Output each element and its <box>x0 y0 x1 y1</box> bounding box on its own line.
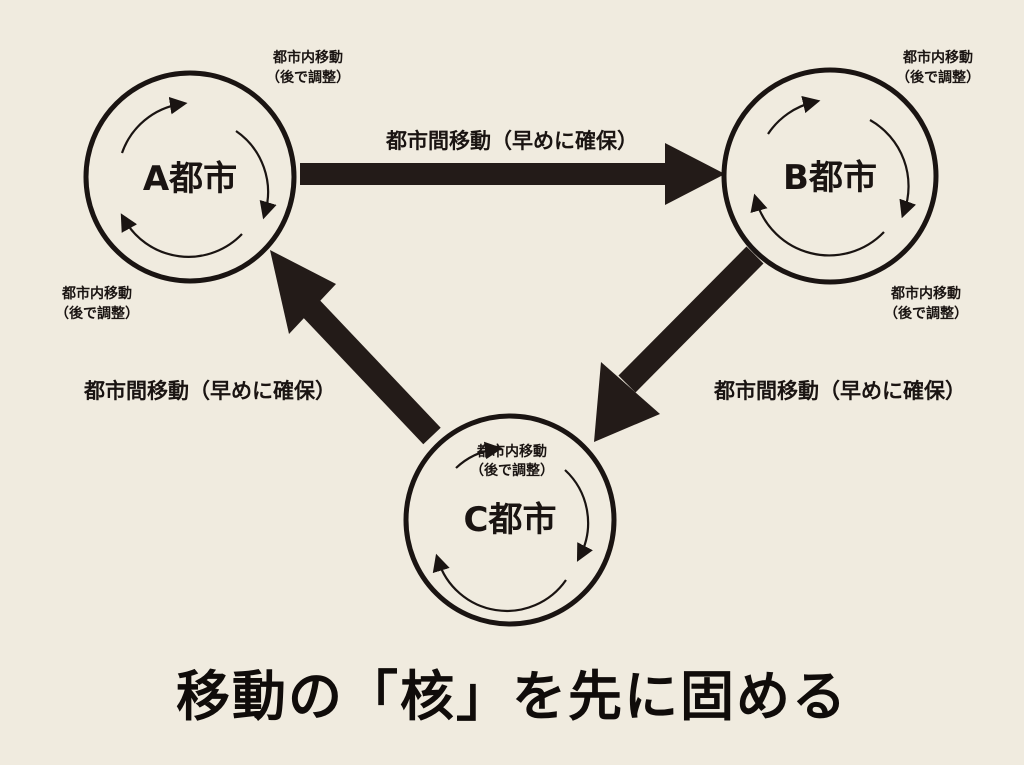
intra-label-line2: （後で調整） <box>55 305 139 322</box>
route-arrow-a-to-b <box>300 143 725 205</box>
route-label-c-to-a: 都市間移動（早めに確保） <box>83 379 336 403</box>
circular-arrows-icon <box>432 441 593 613</box>
intra-label-a-top: 都市内移動 （後で調整） <box>266 49 350 86</box>
city-c-label: C都市 <box>464 500 557 540</box>
intra-label-line1: 都市内移動 <box>61 285 132 302</box>
city-c-node: C都市 <box>403 413 617 627</box>
circular-arrows-icon <box>750 95 917 257</box>
intra-label-line2: （後で調整） <box>896 69 980 86</box>
intra-label-line2: （後で調整） <box>266 69 350 86</box>
route-arrow-c-to-a <box>270 250 441 445</box>
route-label-a-to-b: 都市間移動（早めに確保） <box>385 129 638 153</box>
city-a-node: A都市 <box>83 70 297 284</box>
route-arrow-b-to-c <box>594 246 764 442</box>
route-label-b-to-c: 都市間移動（早めに確保） <box>713 379 966 403</box>
intra-label-a-bottom: 都市内移動 （後で調整） <box>55 285 139 322</box>
headline: 移動の「核」を先に固める <box>176 665 848 728</box>
intra-label-b-bottom: 都市内移動 （後で調整） <box>884 285 968 322</box>
intra-label-line1: 都市内移動 <box>476 443 547 460</box>
intra-label-line2: （後で調整） <box>884 305 968 322</box>
city-b-label: B都市 <box>783 158 877 198</box>
intra-label-c-top: 都市内移動 （後で調整） <box>470 443 554 479</box>
intra-label-b-top: 都市内移動 （後で調整） <box>896 49 980 86</box>
circular-arrows-icon <box>120 96 277 258</box>
intra-label-line1: 都市内移動 <box>272 49 343 66</box>
city-a-label: A都市 <box>143 159 237 199</box>
intra-label-line1: 都市内移動 <box>890 285 961 302</box>
city-b-node: B都市 <box>721 67 939 285</box>
intra-label-line1: 都市内移動 <box>902 49 973 66</box>
intra-label-line2: （後で調整） <box>470 462 554 479</box>
